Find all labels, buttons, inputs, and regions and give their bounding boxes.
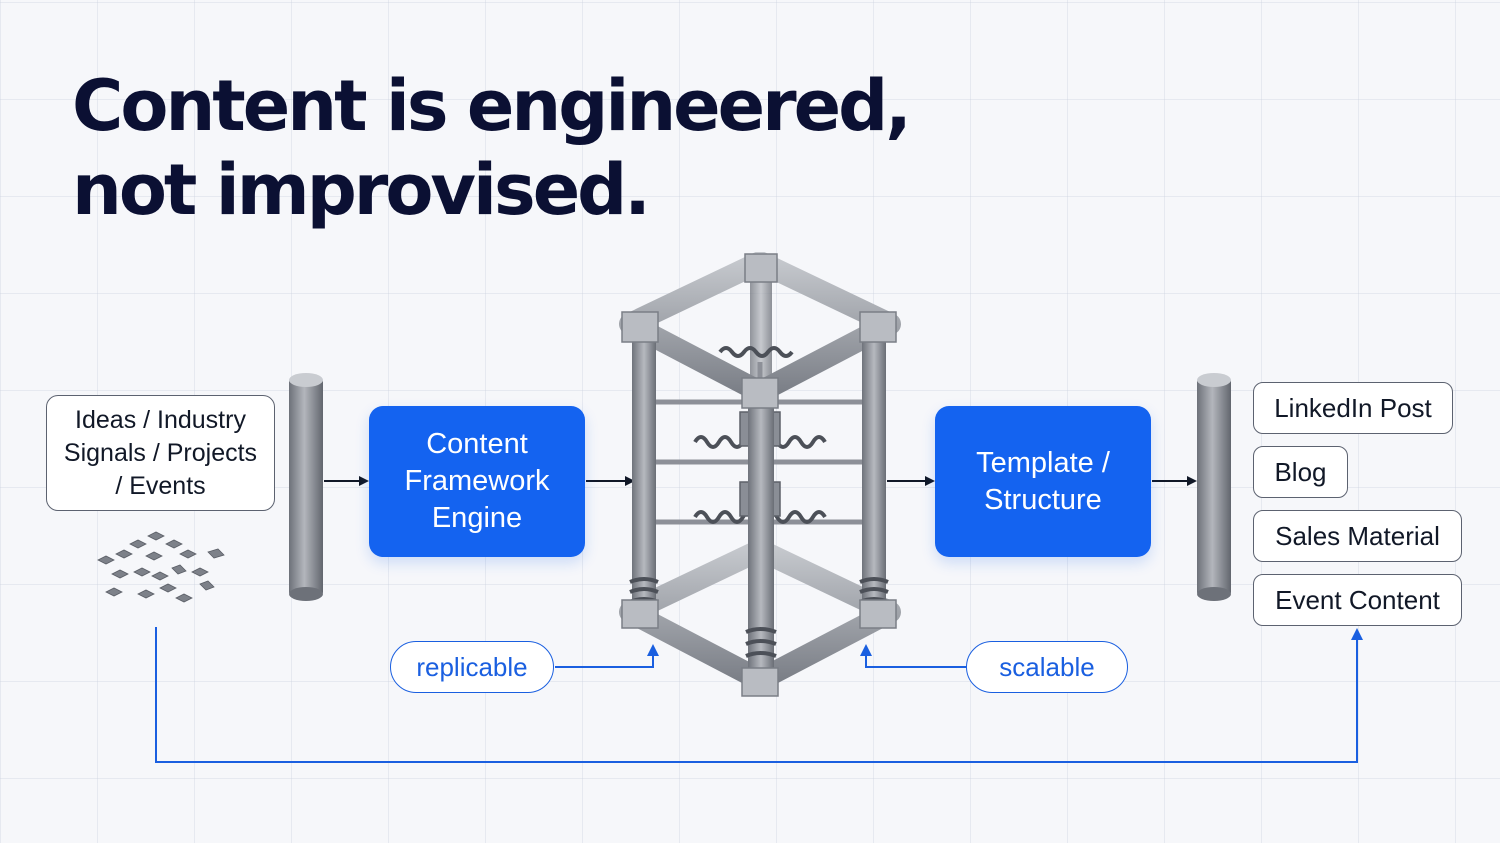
template-structure-box: Template / Structure	[935, 406, 1151, 557]
page-title: Content is engineered, not improvised.	[72, 64, 912, 232]
output-label: LinkedIn Post	[1274, 392, 1432, 423]
connector-scalable	[860, 644, 966, 668]
feedback-loop-line	[155, 627, 1363, 763]
pill-label: scalable	[999, 651, 1095, 682]
output-label: Sales Material	[1275, 520, 1440, 551]
output-sales-material: Sales Material	[1253, 510, 1462, 562]
output-label: Blog	[1274, 456, 1327, 487]
cylinder-pillar-icon	[289, 373, 323, 601]
metal-framework-cube-icon	[619, 252, 901, 697]
title-line-2: not improvised.	[72, 149, 651, 231]
input-sources-label: Ideas / Industry Signals / Projects / Ev…	[63, 405, 258, 500]
output-label: Event Content	[1275, 584, 1440, 615]
input-sources-box: Ideas / Industry Signals / Projects / Ev…	[46, 395, 275, 511]
pill-label: replicable	[416, 651, 528, 682]
engine-label: Content Framework Engine	[404, 428, 550, 534]
scalable-pill: scalable	[966, 641, 1128, 693]
output-event-content: Event Content	[1253, 574, 1462, 626]
replicable-pill: replicable	[390, 641, 554, 693]
title-line-1: Content is engineered,	[72, 65, 912, 147]
output-blog: Blog	[1253, 446, 1348, 498]
template-label: Template / Structure	[976, 446, 1110, 516]
scattered-tiles-icon	[97, 531, 225, 603]
content-framework-engine-box: Content Framework Engine	[369, 406, 585, 557]
output-linkedin-post: LinkedIn Post	[1253, 382, 1453, 434]
cylinder-pillar-icon	[1197, 373, 1231, 601]
connector-replicable	[555, 644, 659, 668]
